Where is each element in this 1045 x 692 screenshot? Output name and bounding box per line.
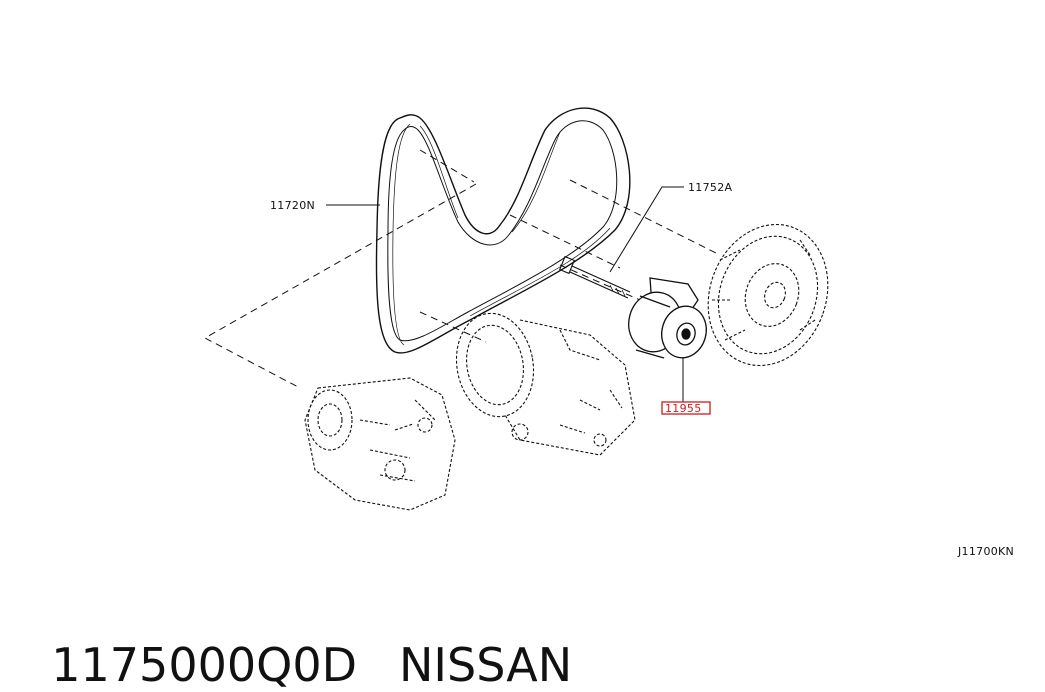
callout-belt: 11720N — [270, 199, 315, 212]
tensioner-pulley-icon — [628, 277, 707, 359]
callout-bolt: 11752A — [688, 181, 732, 194]
belt-icon — [375, 107, 631, 354]
parts-diagram: 11720N 11752A 11955 — [203, 107, 1014, 558]
alternator-icon — [304, 377, 456, 511]
reference-code: J11700KN — [957, 545, 1014, 558]
compressor-icon — [455, 312, 636, 456]
assembly-guide-lines — [203, 149, 721, 389]
part-number: 1175000Q0D — [51, 638, 358, 692]
highlight-box — [661, 401, 711, 415]
crank-pulley-icon — [707, 223, 829, 367]
callout-tensioner: 11955 — [665, 402, 702, 415]
bolt-icon — [559, 255, 631, 299]
brand-name: NISSAN — [399, 638, 573, 692]
